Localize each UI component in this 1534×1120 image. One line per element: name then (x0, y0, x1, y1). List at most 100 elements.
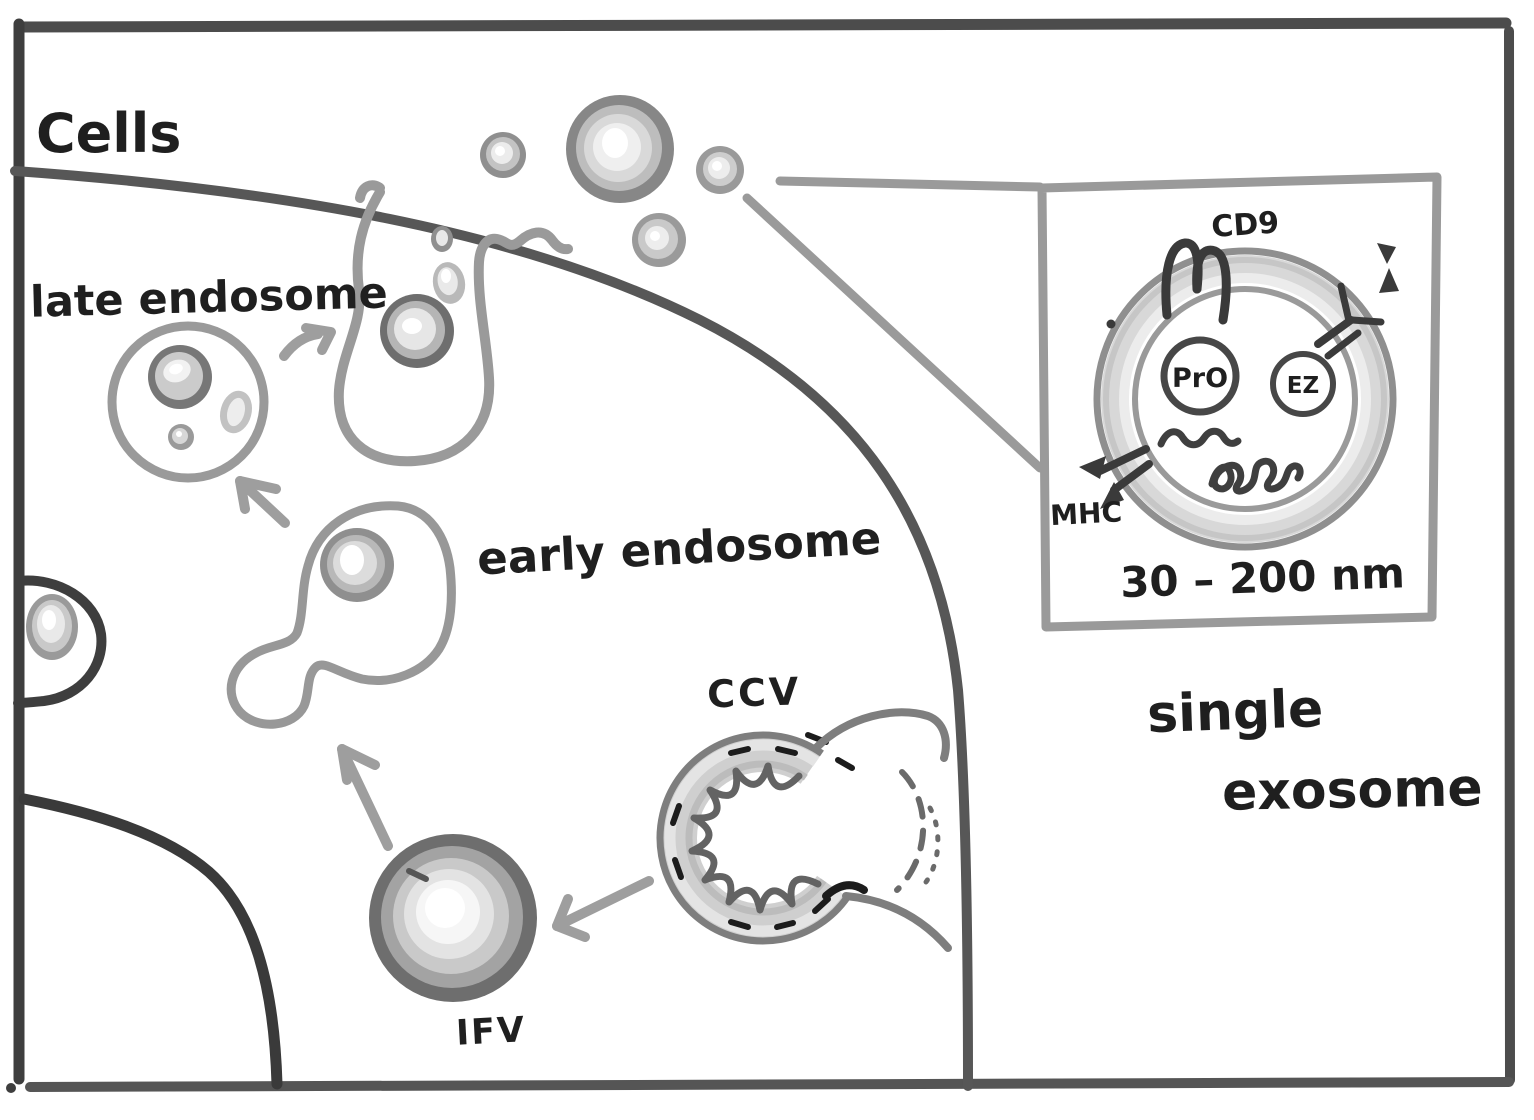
ccv-wedge (670, 803, 682, 826)
frame-right (1504, 26, 1515, 1085)
released-exosome-2 (566, 95, 674, 203)
arrow-ccv-to-ifv (552, 876, 654, 942)
mvb-vesicle-medium (432, 262, 466, 304)
mhc-bar-2 (1110, 460, 1153, 494)
released-exosomes (480, 95, 744, 267)
exosome-highlight (712, 161, 722, 171)
nucleus-outline (18, 793, 283, 1090)
ifv-vesicle (369, 834, 537, 1002)
vesicle-highlight (176, 431, 182, 437)
ccv-wedge (774, 920, 796, 930)
ifv-hotspot (425, 888, 465, 928)
mvb-vesicle-large-highlight (402, 318, 422, 334)
late-endosome-blob (220, 390, 252, 434)
callout-line-diagonal (742, 193, 1045, 473)
ccv-membrane-neck-top (812, 708, 950, 762)
mvb-outline (333, 187, 573, 467)
ccv-wedge (775, 746, 798, 756)
arrow-early-to-late-endosome (235, 476, 290, 528)
enzyme-cargo-label: EZ (1287, 373, 1319, 399)
exosome-size-label: 30 – 200 nm (1119, 548, 1405, 607)
ccv-neck-dashed-arc (894, 769, 927, 893)
vesicle-hotspot (169, 363, 183, 375)
ccv-label: CCV (706, 669, 802, 716)
arrow-shaft (235, 476, 290, 528)
single-exosome-caption-line1: single (1146, 679, 1324, 745)
arrow-shaft (279, 329, 323, 361)
released-exosome-3 (696, 146, 744, 194)
mvb-vesicle-small-core (436, 230, 448, 246)
membrane-pocket (13, 575, 107, 708)
antigen-triangle-1 (1377, 243, 1396, 264)
receptor-branch-up (1337, 282, 1353, 325)
arrow-head (301, 323, 336, 355)
mhc-tip-2 (1100, 482, 1124, 509)
exosome-membrane-band (1101, 255, 1389, 543)
mhc-bar-1 (1096, 445, 1150, 475)
mvb-fusing-with-membrane (333, 180, 573, 467)
ccv-wedge (672, 857, 684, 880)
pocket-vesicle (26, 594, 78, 660)
process-arrows (235, 323, 654, 942)
page-title: Cells (36, 102, 181, 165)
antigen-triangle-2 (1379, 268, 1399, 293)
pocket-vesicle-highlight (42, 610, 56, 630)
arrow-head (552, 894, 590, 942)
arrow-late-endosome-to-mvb (279, 323, 336, 361)
cd9-tetraspanin-icon (1161, 238, 1231, 325)
receptor-branch-right (1348, 316, 1385, 326)
dna-scribble-icon (1208, 457, 1304, 495)
ccv-wedge (835, 757, 855, 771)
mvb-left-lip-hook (355, 180, 385, 203)
ccv-membrane-neck-bottom (842, 892, 952, 952)
early-endosome (226, 501, 456, 729)
arrow-ifv-to-early-endosome (337, 744, 393, 851)
protein-cargo-circle (1160, 336, 1240, 416)
released-exosome-4 (632, 213, 686, 267)
ccv-inner-scallops (688, 762, 822, 914)
ccv-dark-arc (822, 881, 868, 900)
vesicle-highlight (340, 545, 364, 575)
mvb-vesicle-medium-highlight (441, 269, 451, 283)
membrane-dot (1106, 319, 1116, 329)
mhc-tip-1 (1079, 456, 1106, 479)
ifv-tick (406, 868, 429, 882)
ccv-wedge (728, 919, 751, 930)
receptor-transmembrane-2 (1324, 329, 1362, 360)
receptor-icon (1314, 282, 1385, 360)
exosome-highlight (650, 231, 660, 241)
cd9-label: CD9 (1210, 205, 1280, 245)
exosome-highlight (495, 146, 505, 156)
early-endosome-vesicle (320, 528, 394, 602)
late-endosome-vesicle-large (148, 345, 212, 409)
arrow-head (337, 744, 380, 785)
mhc-icon (1079, 445, 1153, 509)
single-exosome-detail: CD9 MHC PrO EZ (1049, 205, 1405, 607)
single-exosome-caption-line2: exosome (1222, 758, 1484, 823)
late-endosome-label: late endosome (29, 268, 388, 327)
mvb-vesicle-small (431, 226, 453, 252)
exosome-highlight (602, 128, 628, 158)
frame-top (13, 17, 1512, 33)
frame-corner-dot (6, 1083, 16, 1093)
protein-cargo-label: PrO (1172, 363, 1228, 394)
exosome-band-outer-streak (1103, 257, 1387, 541)
ifv-label: IFV (455, 1010, 527, 1054)
exosome-band-light-streak (1119, 273, 1371, 525)
frame-bottom (25, 1077, 1514, 1092)
ccv-wedge (812, 896, 831, 914)
ccv-wedge (728, 746, 751, 756)
arrow-shaft (552, 876, 654, 931)
cell-membrane (10, 166, 973, 1091)
exosome-callout: CD9 MHC PrO EZ (742, 172, 1484, 823)
ccv-clathrin-coated-vesicle (656, 708, 952, 952)
cell-structures (10, 166, 973, 1091)
receptor-transmembrane-1 (1314, 316, 1355, 348)
cd9-loop-2 (1192, 245, 1231, 325)
mvb-vesicle-large (380, 294, 454, 368)
ccv-coat-mid-streak (685, 760, 841, 916)
arrow-head (235, 476, 281, 514)
mhc-label: MHC (1049, 495, 1122, 532)
released-exosome-1 (480, 132, 526, 178)
